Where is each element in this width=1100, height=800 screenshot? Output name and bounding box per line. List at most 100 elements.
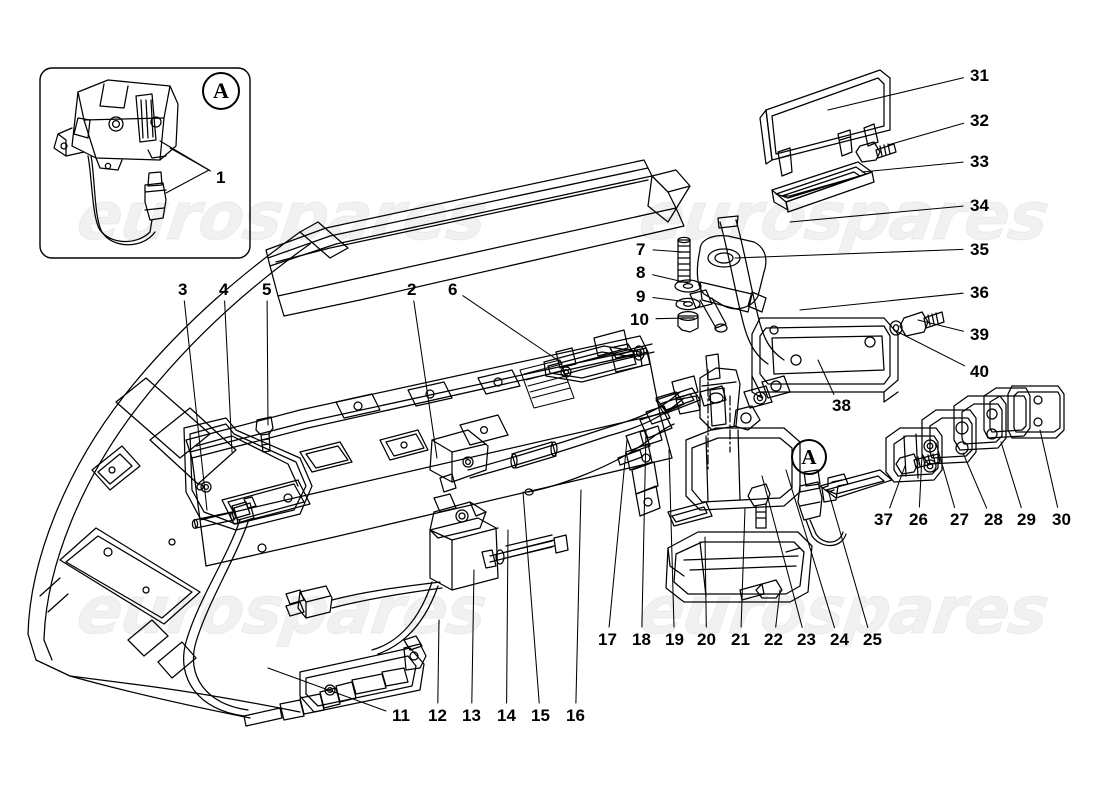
release-cable-assembly — [183, 496, 427, 727]
leader-line-40 — [893, 329, 966, 367]
part-number-5: 5 — [262, 280, 272, 299]
leader-line-29 — [1000, 441, 1022, 509]
part-number-11: 11 — [392, 706, 410, 725]
part-number-16: 16 — [566, 706, 585, 725]
part-number-17: 17 — [598, 630, 617, 649]
leader-line-18 — [641, 429, 647, 628]
part-number-6: 6 — [448, 280, 458, 299]
part-number-7: 7 — [636, 240, 646, 259]
part-number-29: 29 — [1017, 510, 1036, 529]
upper-rail — [265, 159, 691, 317]
striker-wedge-part-2 — [429, 429, 489, 493]
bolt-part-5 — [255, 416, 274, 453]
part-number-2: 2 — [407, 280, 417, 299]
leader-line-19 — [668, 449, 675, 628]
part-number-39: 39 — [970, 325, 989, 344]
screw-part-32 — [855, 141, 897, 163]
part-number-21: 21 — [731, 630, 750, 649]
inset-latch-assembly — [53, 79, 179, 171]
part-number-32: 32 — [970, 111, 989, 130]
detail-a-inset-frame — [39, 67, 251, 259]
shim-part-30 — [1007, 385, 1065, 439]
leader-line-20 — [704, 536, 707, 628]
part-number-12: 12 — [428, 706, 447, 725]
leader-line-1 — [169, 147, 212, 172]
leader-line-30 — [1039, 429, 1059, 508]
leader-line-31 — [827, 77, 964, 111]
part-number-28: 28 — [984, 510, 1003, 529]
leader-line-12 — [437, 619, 440, 704]
leader-line-25 — [827, 489, 869, 629]
upper-cross-bracket-part-6 — [543, 343, 645, 383]
bolt-part-39 — [899, 311, 945, 337]
leader-line-28 — [962, 452, 988, 509]
leader-line-21 — [740, 507, 746, 628]
part-number-20: 20 — [697, 630, 716, 649]
leader-line-38 — [817, 359, 835, 395]
wiring-connector — [285, 581, 443, 619]
leader-line-27 — [935, 442, 956, 509]
part-number-30: 30 — [1052, 510, 1071, 529]
part-number-23: 23 — [797, 630, 816, 649]
part-number-3: 3 — [178, 280, 188, 299]
leader-line-22 — [775, 589, 781, 628]
leader-line-26 — [918, 454, 923, 508]
lock-motor-part-35 — [689, 234, 767, 333]
inset-connector-and-wire — [87, 155, 167, 246]
part-number-33: 33 — [970, 152, 989, 171]
detail-a-marker: A — [791, 439, 827, 475]
part-number-38: 38 — [832, 396, 851, 415]
leader-line-36 — [799, 292, 964, 311]
pin-part-3 — [191, 511, 237, 530]
part-number-37: 37 — [874, 510, 893, 529]
leader-line-4 — [224, 300, 233, 453]
leader-line-2 — [413, 300, 438, 459]
leader-line-39 — [917, 319, 964, 332]
leader-lines — [169, 77, 1059, 712]
leader-line-35 — [734, 248, 964, 259]
leader-line-13 — [471, 569, 475, 704]
leader-line-17 — [608, 439, 628, 628]
detail-a-inset: A — [202, 72, 240, 110]
lower-rail-right — [819, 469, 893, 499]
part-number-4: 4 — [219, 280, 229, 299]
leader-line-23 — [761, 475, 803, 628]
leader-line-9 — [652, 296, 689, 303]
link-rod-part-34 — [717, 215, 785, 365]
hardware-stack — [674, 236, 702, 333]
striker-plate-part-38 — [751, 317, 899, 403]
leader-line-11 — [267, 667, 387, 712]
leader-line-37 — [889, 465, 906, 509]
part-number-18: 18 — [632, 630, 651, 649]
hinge-part-28 — [953, 395, 1007, 451]
leader-line-16 — [575, 489, 582, 704]
part-number-25: 25 — [863, 630, 882, 649]
leader-line-8 — [652, 274, 689, 284]
push-rod-assembly — [467, 343, 685, 496]
part-number-14: 14 — [497, 706, 516, 725]
leader-line-7 — [652, 249, 684, 253]
leader-line-32 — [887, 122, 965, 146]
part-number-40: 40 — [970, 362, 989, 381]
inset-leader-lines — [159, 140, 210, 194]
hinge-part-26 — [885, 427, 943, 483]
part-number-13: 13 — [462, 706, 481, 725]
part-number-35: 35 — [970, 240, 989, 259]
door-actuator-part-13 — [371, 493, 569, 655]
leader-line-6 — [462, 295, 563, 364]
leader-line-34 — [789, 205, 964, 223]
leader-line-3 — [183, 300, 208, 511]
part-number-34: 34 — [970, 196, 989, 215]
part-number-8: 8 — [636, 263, 646, 282]
leader-line-5 — [266, 300, 269, 426]
part-number-26: 26 — [909, 510, 928, 529]
leader-line-24 — [785, 469, 836, 629]
part-number-27: 27 — [950, 510, 969, 529]
part-number-15: 15 — [531, 706, 550, 725]
leader-line-10 — [655, 317, 687, 320]
part-number-19: 19 — [665, 630, 684, 649]
leader-line-33 — [861, 161, 964, 173]
leader-line-14 — [506, 529, 509, 704]
